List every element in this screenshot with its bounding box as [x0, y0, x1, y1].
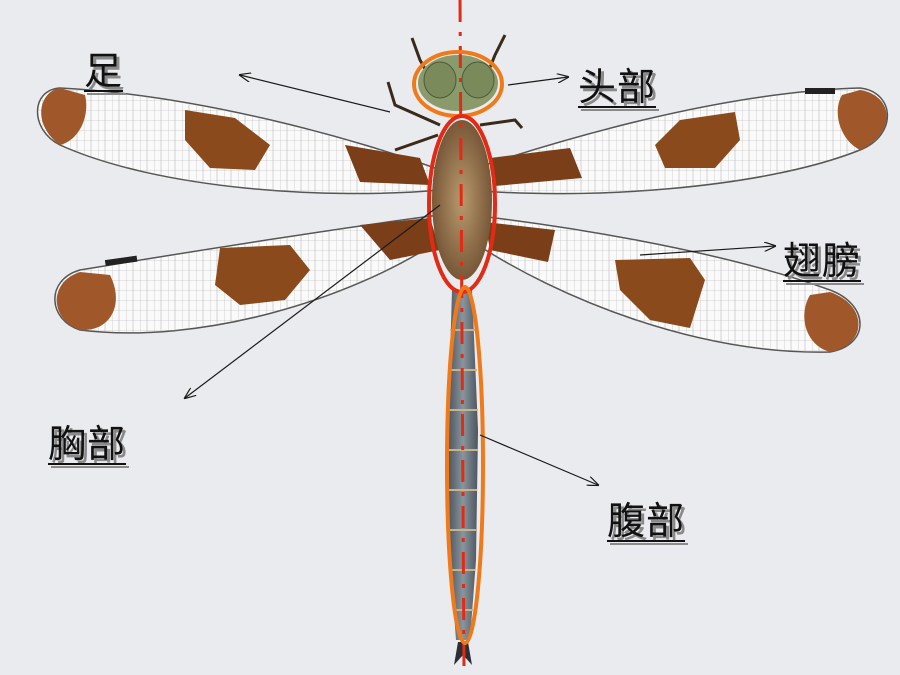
- abdomen-label: 腹部: [607, 499, 686, 543]
- body-axis-line: [458, 0, 466, 671]
- wings-label: 翅膀: [783, 239, 862, 283]
- thorax-arrow: [185, 204, 441, 398]
- left-hindwing: [54, 214, 441, 334]
- right-forewing: [469, 87, 888, 195]
- head-arrow: [507, 77, 568, 86]
- foot-label: 足: [84, 49, 124, 93]
- abdomen-outline: [445, 285, 485, 645]
- abdomen-arrow: [479, 434, 598, 485]
- left-eye: [423, 61, 457, 99]
- thorax-label: 胸部: [48, 422, 127, 466]
- pointer-arrows: [185, 75, 775, 485]
- left-forewing: [36, 87, 441, 195]
- right-eye: [461, 61, 495, 99]
- head-label: 头部: [578, 65, 657, 109]
- foot-arrow: [240, 75, 391, 113]
- right-hindwing: [469, 214, 861, 353]
- wings-arrow: [639, 246, 775, 256]
